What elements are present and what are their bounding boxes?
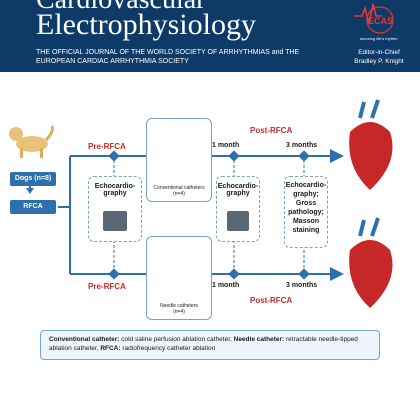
journal-subtitle: THE OFFICIAL JOURNAL OF THE WORLD SOCIET… — [36, 49, 300, 65]
editor-name: Bradley P. Knight — [354, 58, 404, 65]
journal-header: Cardiovascular Electrophysiology THE OFF… — [0, 0, 420, 72]
echo-left-label: Echocardio- graphy — [94, 183, 136, 197]
ultrasound-machine-icon — [227, 211, 249, 231]
ultrasound-machine-icon — [103, 211, 127, 231]
journal-title-line2: Electrophysiology — [36, 8, 256, 41]
ecas-logo-text: ECAS — [368, 16, 393, 26]
legend-rfca-def: radiofrequency catheter ablation — [120, 345, 216, 352]
pre-rfca-bottom-label: Pre-RFCA — [88, 282, 126, 291]
dogs-count-label: Dogs (n=8) — [10, 172, 56, 186]
post-rfca-top-label: Post-RFCA — [250, 126, 293, 135]
final-assessment-label: Echocardio- graphy; Gross pathology; Mas… — [285, 182, 327, 234]
editor-role: Editor-in-Chief — [358, 49, 400, 56]
editor-in-chief: Editor-in-Chief Bradley P. Knight — [344, 48, 414, 66]
echo-mid-box: Echocardio- graphy — [216, 176, 260, 242]
journal-title-line1: Cardiovascular — [36, 0, 206, 16]
legend-needle-term: Needle catheter: — [233, 336, 285, 343]
legend-conv-def: cold saline perfusion ablation catheter, — [119, 336, 234, 343]
legend-rfca-term: RFCA: — [100, 345, 121, 352]
legend-conv-term: Conventional catheter: — [49, 336, 120, 343]
needle-catheter-box: Needle catheters (n=4) — [146, 236, 212, 320]
dog-illustration — [9, 125, 54, 158]
echo-left-box: Echocardio- graphy — [88, 176, 142, 242]
conventional-catheter-box: Conventional catheters (n=4) — [146, 118, 212, 202]
conv-catheter-caption: Conventional catheters (n=4) — [153, 185, 205, 197]
final-assessment-box: Echocardio- graphy; Gross pathology; Mas… — [284, 176, 328, 248]
echo-mid-label: Echocardio- graphy — [217, 183, 259, 197]
pre-rfca-top-label: Pre-RFCA — [88, 142, 126, 151]
post-rfca-bottom-label: Post-RFCA — [250, 296, 293, 305]
needle-catheter-caption: Needle catheters (n=4) — [160, 303, 198, 315]
graphical-abstract: Dogs (n=8) RFCA Pre-RFCA Pre-RFCA Post-R… — [0, 72, 420, 420]
month3-bottom-label: 3 months — [286, 282, 318, 289]
rfca-label: RFCA — [10, 200, 56, 214]
ecas-logo: ECAS securing life's rhythm — [354, 3, 398, 41]
month1-top-label: 1 month — [212, 142, 240, 149]
flow-lines — [9, 99, 393, 308]
month1-bottom-label: 1 month — [212, 282, 240, 289]
abbreviation-legend: Conventional catheter: cold saline perfu… — [40, 330, 380, 360]
legend-needle-def: retractable needle-tipped ablation cathe… — [49, 336, 358, 352]
month3-top-label: 3 months — [286, 142, 318, 149]
ecas-tagline: securing life's rhythm — [360, 36, 398, 41]
heart-illustrations — [349, 99, 393, 308]
